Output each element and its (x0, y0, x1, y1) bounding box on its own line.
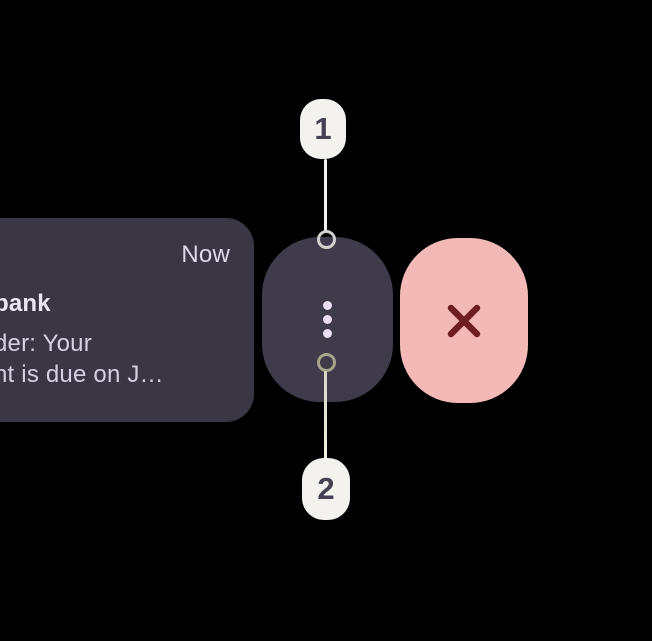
callout-1-anchor-ring (317, 230, 336, 249)
callout-2-anchor-ring (317, 353, 336, 372)
kebab-dot (323, 315, 332, 324)
notification-title: bank (0, 290, 51, 317)
callout-badge-2: 2 (302, 458, 350, 520)
kebab-dot (323, 301, 332, 310)
callout-1-label: 1 (314, 111, 332, 146)
kebab-dot (323, 329, 332, 338)
notification-body-line2: nt is due on J… (0, 361, 164, 388)
callout-1-connector-line (324, 159, 327, 231)
callout-2-label: 2 (317, 471, 335, 506)
notification-timestamp: Now (181, 241, 230, 268)
kebab-menu-icon (323, 301, 332, 338)
notification-menu-button[interactable] (262, 237, 393, 402)
notification-dismiss-button[interactable] (400, 238, 528, 403)
callout-2-connector-line (324, 371, 327, 459)
callout-badge-1: 1 (300, 99, 346, 159)
notification-body-line1: der: Your (0, 330, 92, 357)
close-icon (447, 304, 481, 337)
notification-card[interactable]: Now bank der: Your nt is due on J… (0, 218, 254, 422)
